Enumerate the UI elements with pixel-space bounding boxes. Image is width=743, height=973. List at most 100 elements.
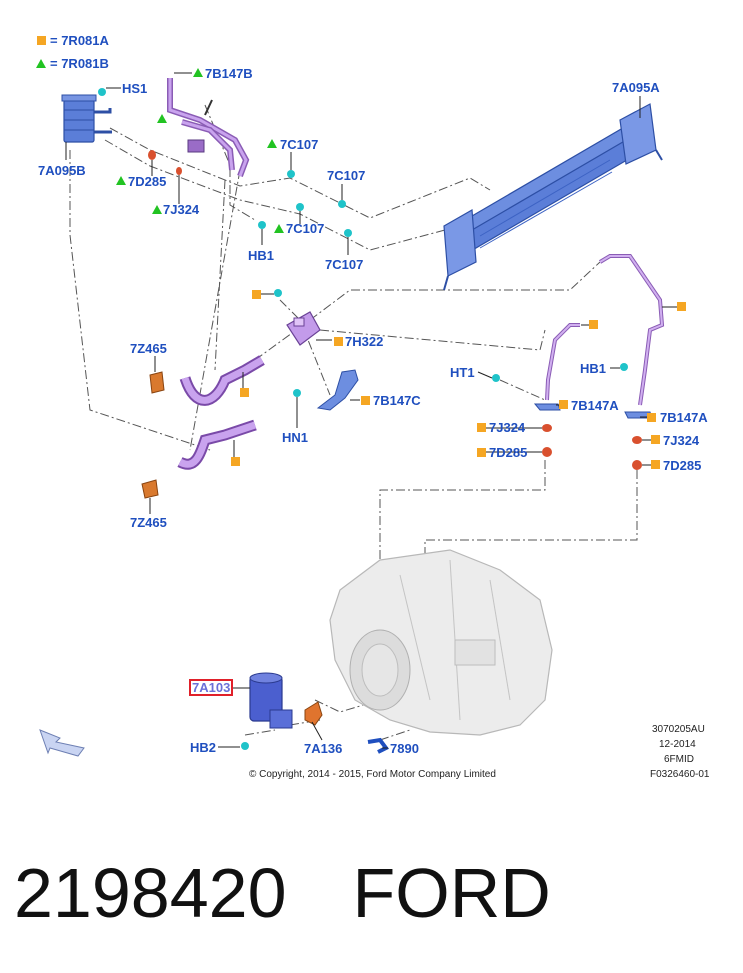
triangle-marker-icon [152,205,162,214]
legend-square-icon [37,36,46,45]
clip-icon [620,363,628,371]
label-7j324-top[interactable]: 7J324 [163,202,200,217]
triangle-marker-icon [157,114,167,123]
label-7890[interactable]: 7890 [390,741,419,756]
part-labels: HS1 7B147B 7A095A 7A095B 7C107 7C107 7C1… [38,66,708,756]
square-marker-icon [477,448,486,457]
label-7d285-right[interactable]: 7D285 [663,458,701,473]
triangle-marker-icon [274,224,284,233]
legend-square-label: = 7R081A [50,33,110,48]
hose-connector-block[interactable] [286,311,321,346]
legend-triangle-label: = 7R081B [50,56,109,71]
clip-icons [98,88,628,750]
label-hb1-left[interactable]: HB1 [248,248,274,263]
oil-cooler-left[interactable] [61,94,112,143]
hose-upper-curved[interactable] [179,355,265,406]
square-marker-icon [647,413,656,422]
label-7a095a[interactable]: 7A095A [612,80,660,95]
label-7z465-top[interactable]: 7Z465 [130,341,167,356]
label-hs1[interactable]: HS1 [122,81,147,96]
square-marker-icon [677,302,686,311]
clip-icon [258,221,266,229]
clip-icon [338,200,346,208]
triangle-marker-icon [267,139,277,148]
square-marker-icon [231,457,240,466]
oil-cooler-right[interactable] [443,103,663,291]
exploded-parts-diagram: = 7R081A = 7R081B [36,33,710,780]
clip-icon [287,170,295,178]
cooler-tube-right[interactable] [598,254,665,406]
label-7b147b[interactable]: 7B147B [205,66,253,81]
square-marker-icon [651,460,660,469]
label-7a095b[interactable]: 7A095B [38,163,86,178]
triangle-marker-icon [193,68,203,77]
label-7b147a-right[interactable]: 7B147A [660,410,708,425]
part-7890[interactable] [367,737,390,754]
label-hb2[interactable]: HB2 [190,740,216,755]
legend: = 7R081A = 7R081B [36,33,110,71]
label-7b147c[interactable]: 7B147C [373,393,421,408]
square-marker-icon [651,435,660,444]
meta-line-2: 12-2014 [659,739,696,750]
clamp-icon [632,436,642,444]
copyright-text: © Copyright, 2014 - 2015, Ford Motor Com… [249,769,496,780]
retainer-7z465-top[interactable] [149,371,165,394]
label-7a103[interactable]: 7A103 [192,680,230,695]
marker-triangles [116,68,284,233]
clip-icon [98,88,106,96]
clip-icon [492,374,500,382]
direction-arrow-icon [39,729,85,757]
solenoid-7a103[interactable] [249,672,293,729]
label-7c107-c[interactable]: 7C107 [286,221,324,236]
retainer-7z465-bottom[interactable] [141,479,159,499]
square-marker-icon [361,396,370,405]
clip-icon [241,742,249,750]
part-caption: 2198420 FORD [14,848,551,938]
bracket-7b147a-mid[interactable] [533,403,561,411]
clip-icon [293,389,301,397]
label-7c107-d[interactable]: 7C107 [325,257,363,272]
label-7d285-top[interactable]: 7D285 [128,174,166,189]
label-7d285-mid[interactable]: 7D285 [489,445,527,460]
square-marker-icon [559,400,568,409]
square-marker-icon [240,388,249,397]
caption-part-number: 2198420 [14,854,287,932]
square-marker-icon [589,320,598,329]
meta-line-3: 6FMID [664,754,694,765]
cooler-tube-middle[interactable] [545,323,580,401]
diagram-metadata: 3070205AU 12-2014 6FMID F0326460-01 © Co… [249,724,710,780]
label-hb1-right[interactable]: HB1 [580,361,606,376]
label-7h322[interactable]: 7H322 [345,334,383,349]
label-7b147a-mid[interactable]: 7B147A [571,398,619,413]
square-marker-icon [477,423,486,432]
clamp-icon [542,447,552,457]
label-7c107-b[interactable]: 7C107 [327,168,365,183]
label-7j324-right[interactable]: 7J324 [663,433,700,448]
clip-icon [344,229,352,237]
bracket-7b147c[interactable] [316,369,359,411]
clamp-icon [148,150,156,160]
clamp-icon [542,424,552,432]
highlight-box-7a103 [189,679,233,696]
hose-bundle-upper[interactable] [167,78,250,178]
label-7z465-bottom[interactable]: 7Z465 [130,515,167,530]
clip-icon [296,203,304,211]
square-marker-icon [334,337,343,346]
label-7a136[interactable]: 7A136 [304,741,342,756]
meta-line-4: F0326460-01 [650,769,710,780]
clamp-icon [176,167,182,175]
bracket-7a136[interactable] [304,701,323,726]
label-7j324-mid[interactable]: 7J324 [489,420,526,435]
hose-lower-curved[interactable] [177,419,257,470]
transmission-housing [329,549,553,736]
leader-lines [65,72,677,749]
clamp-icon [632,460,642,470]
triangle-marker-icon [116,176,126,185]
label-hn1[interactable]: HN1 [282,430,308,445]
label-ht1[interactable]: HT1 [450,365,475,380]
clamp-icons [148,150,642,470]
caption-brand: FORD [352,854,551,932]
label-7c107-a[interactable]: 7C107 [280,137,318,152]
marker-squares [231,290,686,469]
legend-triangle-icon [36,59,46,68]
